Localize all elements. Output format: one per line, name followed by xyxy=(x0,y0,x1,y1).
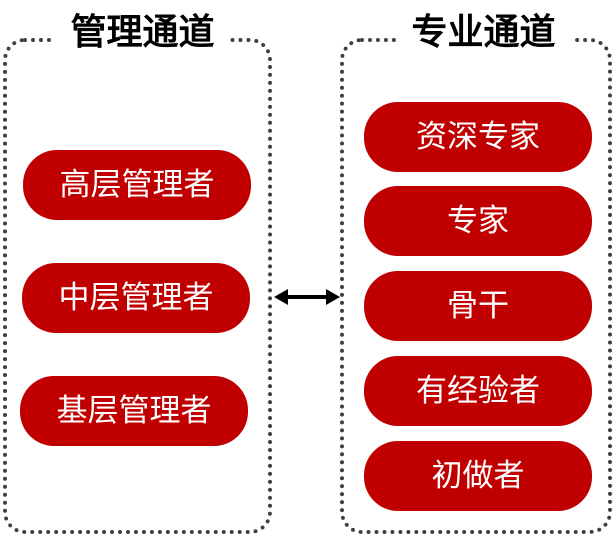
professional-level-expert: 专家 xyxy=(364,186,592,256)
professional-level-senior-expert: 资深专家 xyxy=(364,102,592,172)
professional-level-experienced: 有经验者 xyxy=(364,356,592,426)
professional-track-title: 专业通道 xyxy=(396,8,571,58)
management-track-title: 管理通道 xyxy=(55,8,230,58)
professional-level-beginner: 初做者 xyxy=(364,441,592,511)
management-level-senior: 高层管理者 xyxy=(23,150,251,220)
management-level-junior: 基层管理者 xyxy=(20,376,248,446)
management-level-middle: 中层管理者 xyxy=(22,263,250,333)
double-arrow-icon xyxy=(274,289,340,305)
professional-level-backbone: 骨干 xyxy=(364,271,592,341)
